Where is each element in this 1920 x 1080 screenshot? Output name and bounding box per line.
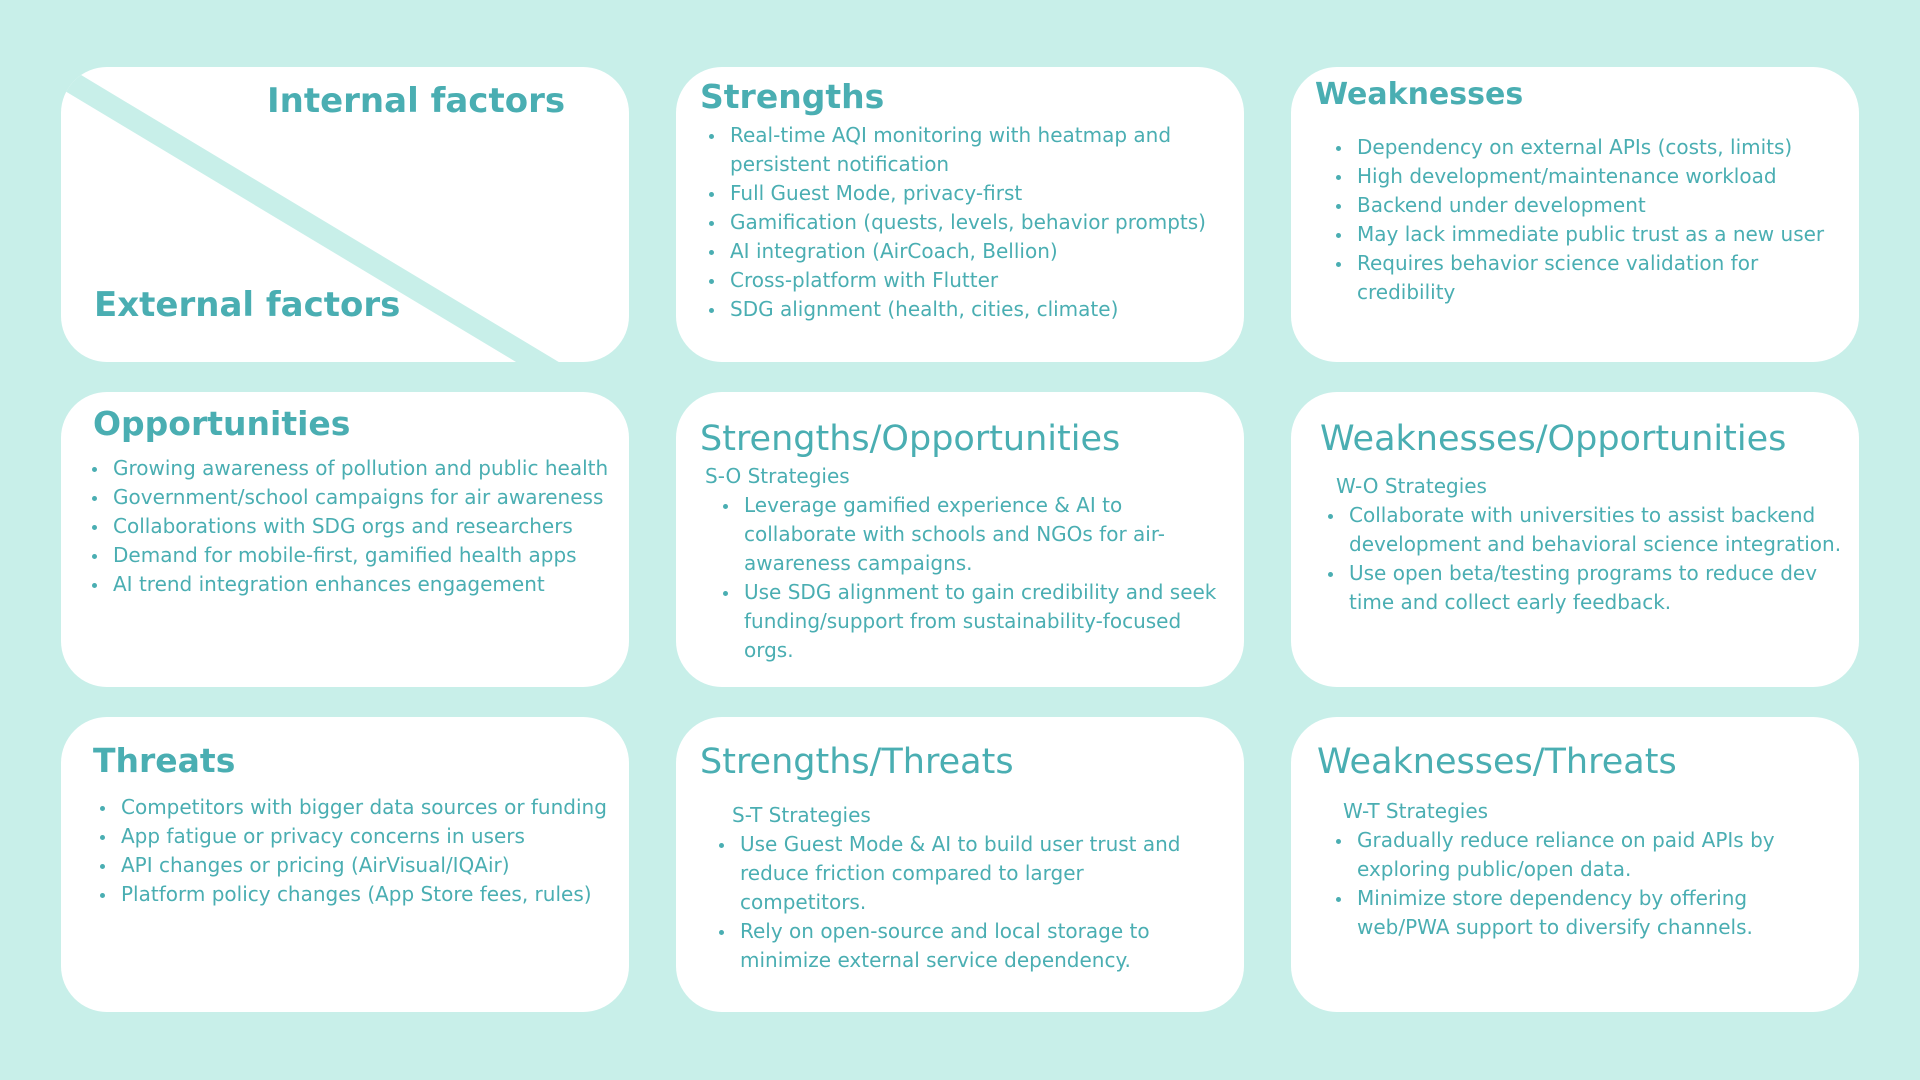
list-item: Use SDG alignment to gain credibility an… <box>740 578 1230 665</box>
list-item: Requires behavior science validation for… <box>1353 249 1858 307</box>
list-item: Rely on open-source and local storage to… <box>736 917 1206 975</box>
factors-header-card: Internal factors External factors <box>61 67 629 362</box>
wo-subtitle: W-O Strategies <box>1336 474 1487 498</box>
list-item: App fatigue or privacy concerns in users <box>117 822 617 851</box>
list-item: High development/maintenance workload <box>1353 162 1858 191</box>
strengths-card: Strengths Real-time AQI monitoring with … <box>676 67 1244 362</box>
list-item: Cross-platform with Flutter <box>726 266 1244 295</box>
wt-title: Weaknesses/Threats <box>1317 742 1677 782</box>
opportunities-list: Growing awareness of pollution and publi… <box>87 454 629 599</box>
weaknesses-list: Dependency on external APIs (costs, limi… <box>1331 133 1858 307</box>
external-factors-label: External factors <box>94 285 401 325</box>
list-item: API changes or pricing (AirVisual/IQAir) <box>117 851 617 880</box>
wt-strategies-card: Weaknesses/Threats W-T Strategies Gradua… <box>1291 717 1859 1012</box>
list-item: Minimize store dependency by offering we… <box>1353 884 1793 942</box>
list-item: AI integration (AirCoach, Bellion) <box>726 237 1244 266</box>
internal-factors-label: Internal factors <box>267 81 566 121</box>
list-item: Platform policy changes (App Store fees,… <box>117 880 617 909</box>
list-item: Full Guest Mode, privacy-first <box>726 179 1244 208</box>
so-subtitle: S-O Strategies <box>705 464 850 488</box>
so-list: Leverage gamified experience & AI to col… <box>718 491 1230 665</box>
list-item: May lack immediate public trust as a new… <box>1353 220 1858 249</box>
list-item: Use Guest Mode & AI to build user trust … <box>736 830 1206 917</box>
list-item: Real-time AQI monitoring with heatmap an… <box>726 121 1244 179</box>
list-item: Gradually reduce reliance on paid APIs b… <box>1353 826 1793 884</box>
list-item: Leverage gamified experience & AI to col… <box>740 491 1230 578</box>
wo-title: Weaknesses/Opportunities <box>1320 419 1787 459</box>
threats-list: Competitors with bigger data sources or … <box>95 793 617 909</box>
st-strategies-card: Strengths/Threats S-T Strategies Use Gue… <box>676 717 1244 1012</box>
wo-list: Collaborate with universities to assist … <box>1323 501 1859 617</box>
opportunities-title: Opportunities <box>93 404 351 443</box>
weaknesses-title: Weaknesses <box>1315 77 1524 112</box>
list-item: Use open beta/testing programs to reduce… <box>1345 559 1859 617</box>
list-item: Collaborations with SDG orgs and researc… <box>109 512 629 541</box>
so-strategies-card: Strengths/Opportunities S-O Strategies L… <box>676 392 1244 687</box>
strengths-list: Real-time AQI monitoring with heatmap an… <box>704 121 1244 324</box>
threats-card: Threats Competitors with bigger data sou… <box>61 717 629 1012</box>
opportunities-card: Opportunities Growing awareness of pollu… <box>61 392 629 687</box>
list-item: Dependency on external APIs (costs, limi… <box>1353 133 1858 162</box>
strengths-title: Strengths <box>700 77 885 116</box>
st-subtitle: S-T Strategies <box>732 803 871 827</box>
list-item: Growing awareness of pollution and publi… <box>109 454 629 483</box>
list-item: SDG alignment (health, cities, climate) <box>726 295 1244 324</box>
wo-strategies-card: Weaknesses/Opportunities W-O Strategies … <box>1291 392 1859 687</box>
list-item: Demand for mobile-first, gamified health… <box>109 541 629 570</box>
weaknesses-card: Weaknesses Dependency on external APIs (… <box>1291 67 1859 362</box>
list-item: Competitors with bigger data sources or … <box>117 793 617 822</box>
list-item: Gamification (quests, levels, behavior p… <box>726 208 1244 237</box>
list-item: Collaborate with universities to assist … <box>1345 501 1859 559</box>
list-item: Backend under development <box>1353 191 1858 220</box>
list-item: AI trend integration enhances engagement <box>109 570 629 599</box>
wt-list: Gradually reduce reliance on paid APIs b… <box>1331 826 1793 942</box>
st-list: Use Guest Mode & AI to build user trust … <box>714 830 1206 975</box>
so-title: Strengths/Opportunities <box>700 419 1121 459</box>
st-title: Strengths/Threats <box>700 742 1014 782</box>
wt-subtitle: W-T Strategies <box>1343 799 1489 823</box>
list-item: Government/school campaigns for air awar… <box>109 483 629 512</box>
threats-title: Threats <box>93 741 236 780</box>
